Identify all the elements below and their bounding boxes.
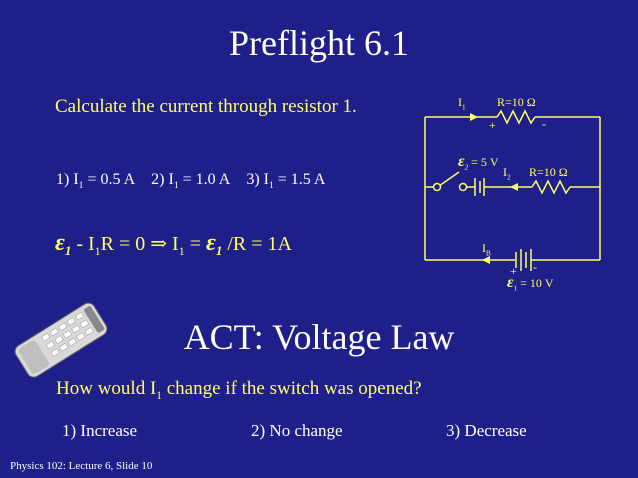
switch-contact-left (432, 182, 442, 192)
r2-label: R=10 Ω (529, 165, 568, 179)
answer-choice-3: 3) I1 = 1.5 A (246, 171, 326, 192)
r1-minus: - (542, 117, 546, 131)
answer-choice-2: 2) I1 = 1.0 A (151, 171, 231, 192)
r1-label: R=10 Ω (497, 95, 536, 109)
slide-footer: Physics 102: Lecture 6, Slide 10 (10, 460, 153, 472)
question-current-resistor-1: Calculate the current through resistor 1… (55, 96, 357, 117)
i1-arrow-icon (470, 113, 478, 121)
answer-choices-row: 1) I1 = 0.5 A 2) I1 = 1.0 A 3) I1 = 1.5 … (56, 171, 325, 191)
resistor-1 (496, 109, 536, 125)
ib-label: IB (482, 241, 491, 258)
eps1-label: ε1 = 10 V (507, 274, 554, 293)
answer-choice-1: 1) I1 = 0.5 A (56, 171, 136, 192)
switch-blade (438, 171, 460, 187)
option-increase: 1) Increase (62, 421, 138, 440)
eps2-label: ε2 = 5 V (458, 153, 499, 172)
i2-arrow-icon (510, 183, 518, 191)
option-decrease: 3) Decrease (446, 421, 527, 440)
i2-label: I2 (503, 165, 511, 182)
battery-1-plus: + (510, 264, 517, 278)
solution-equation: ε1 - I1R = 0 ⇒ I1 = ε1 /R = 1A (55, 230, 292, 258)
battery-1-minus: - (533, 260, 537, 274)
i1-label: I1 (458, 95, 466, 112)
switch-contact-right (458, 182, 468, 192)
option-no-change: 2) No change (251, 421, 343, 440)
question-switch-opened: How would I1 change if the switch was op… (56, 378, 422, 402)
r1-plus: + (489, 118, 496, 132)
resistor-2 (531, 179, 571, 195)
act-heading: ACT: Voltage Law (183, 317, 455, 357)
slide-title: Preflight 6.1 (229, 23, 409, 63)
ib-arrow-icon (482, 256, 490, 264)
